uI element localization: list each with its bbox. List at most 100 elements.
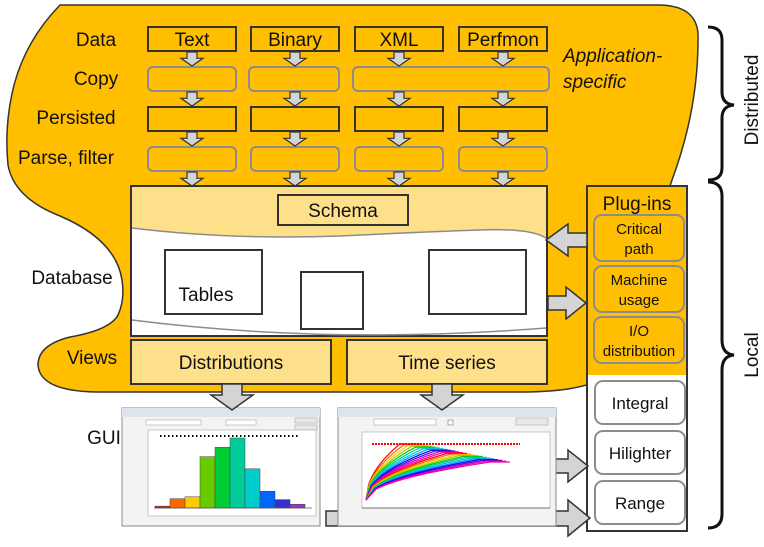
plugins-title: Plug-ins (603, 194, 672, 215)
histogram-bar (184, 496, 201, 509)
schema-label: Schema (308, 201, 378, 222)
plugin-machine-line1: Machine (611, 272, 668, 289)
app-specific-line1: Application- (562, 46, 662, 67)
distributed-bracket (707, 25, 735, 182)
distributed-label: Distributed (742, 55, 763, 146)
plugin-critical-line2: path (624, 241, 653, 258)
timeseries-screenshot (337, 407, 557, 527)
app-specific-line2: specific (563, 72, 627, 93)
gui-tool-integral: Integral (594, 380, 686, 425)
flow-arrow (386, 51, 412, 67)
gui-tool-hilighter-label: Hilighter (609, 444, 672, 463)
copy-boxes (147, 66, 550, 92)
plugin-io-distribution: I/O distribution (593, 316, 685, 364)
flow-arrow (386, 91, 412, 107)
table-box-2 (300, 271, 364, 330)
timeseries-line (365, 443, 420, 501)
plugin-critical-path: Critical path (593, 214, 685, 262)
timeseries-line (365, 447, 440, 501)
tables-label: Tables (179, 285, 234, 306)
flow-arrow (282, 51, 308, 67)
source-xml: XML (379, 30, 418, 51)
flow-arrows (179, 51, 516, 187)
flow-arrow (490, 171, 516, 187)
timeseries-line (365, 453, 471, 501)
histogram-bar (229, 437, 246, 509)
persisted-boxes (147, 106, 548, 132)
timeseries-line (365, 445, 432, 501)
histogram-bar (214, 447, 231, 509)
timeseries-line (365, 452, 463, 501)
timeseries-lines (365, 443, 520, 501)
timeseries-line (365, 445, 428, 501)
timeseries-line (365, 451, 460, 501)
source-text: Text (175, 30, 211, 51)
timeseries-line (365, 448, 444, 501)
flow-arrow (179, 131, 205, 147)
arrow-plugins-to-db (544, 222, 588, 258)
database-bottom-curve (131, 319, 547, 336)
table-box-3 (428, 249, 527, 315)
stage-label-gui: GUI (87, 428, 121, 449)
gui-tool-range-label: Range (615, 494, 665, 513)
histogram-bar (169, 498, 186, 509)
view-timeseries (346, 339, 548, 385)
flow-arrow (386, 131, 412, 147)
flow-arrow (179, 171, 205, 187)
arrow-gui-to-hilighter (551, 448, 590, 484)
stage-label-parse: Parse, filter (18, 148, 115, 169)
histogram-bar (244, 468, 261, 509)
plugin-machine-line2: usage (619, 292, 660, 309)
flow-arrow (179, 51, 205, 67)
timeseries-line (365, 455, 479, 501)
plugin-machine-usage: Machine usage (593, 265, 685, 313)
view-to-gui-arrows (208, 383, 466, 411)
source-binary: Binary (268, 30, 322, 51)
tables-box (164, 249, 263, 315)
histogram-bar (289, 504, 306, 509)
stage-label-data: Data (76, 30, 117, 51)
view-distributions (130, 339, 332, 385)
source-perfmon: Perfmon (467, 30, 539, 51)
flow-arrow (282, 131, 308, 147)
histogram-bar (199, 456, 216, 509)
stage-label-copy: Copy (74, 69, 119, 90)
database-header-curve (131, 227, 547, 239)
stage-label-views: Views (67, 348, 117, 369)
source-boxes: Text Binary XML Perfmon (147, 26, 548, 52)
view-distributions-label: Distributions (179, 353, 284, 374)
gui-tool-hilighter: Hilighter (594, 430, 686, 475)
timeseries-line (365, 444, 424, 501)
timeseries-line (365, 448, 448, 501)
parse-boxes (147, 146, 548, 172)
stage-label-persisted: Persisted (36, 108, 115, 129)
timeseries-line (365, 446, 436, 501)
flow-arrow (282, 91, 308, 107)
plugin-io-line1: I/O (629, 323, 649, 340)
timeseries-line (365, 452, 467, 501)
flow-arrow (386, 171, 412, 187)
histogram-screenshot (121, 407, 321, 527)
gui-tool-range: Range (594, 480, 686, 525)
timeseries-line (365, 459, 503, 501)
arrow-db-to-plugins (547, 285, 588, 321)
plugin-io-line2: distribution (603, 343, 676, 360)
stage-label-database: Database (31, 268, 112, 289)
timeseries-line (365, 449, 452, 501)
flow-arrow (490, 131, 516, 147)
histogram-bar (274, 499, 291, 509)
view-timeseries-label: Time series (398, 353, 495, 374)
histogram-bars (154, 437, 306, 509)
schema-box (277, 194, 409, 226)
flow-arrow (490, 91, 516, 107)
timeseries-line (365, 461, 510, 501)
plugin-critical-line1: Critical (616, 221, 662, 238)
histogram-bar (259, 490, 276, 509)
flow-arrow (179, 91, 205, 107)
flow-arrow (282, 171, 308, 187)
local-label: Local (742, 332, 763, 377)
timeseries-line (365, 450, 456, 501)
gui-tool-integral-label: Integral (612, 394, 669, 413)
local-bracket (707, 180, 735, 530)
